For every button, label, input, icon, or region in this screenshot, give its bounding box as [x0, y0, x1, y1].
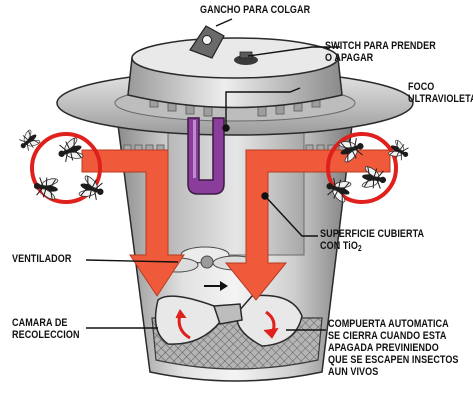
- label-fan: VENTILADOR: [12, 253, 71, 265]
- label-chamber-line2: RECOLECCION: [12, 329, 80, 341]
- label-gate-line3: APAGADA PREVINIENDO: [328, 342, 439, 354]
- label-gate-line5: AUN VIVOS: [328, 366, 378, 378]
- label-hanging-hook: GANCHO PARA COLGAR: [200, 4, 310, 16]
- label-uv-line2: ULTRAVIOLETA: [408, 93, 473, 105]
- label-switch-line2: O APAGAR: [325, 52, 373, 64]
- label-gate-line1: COMPUERTA AUTOMATICA: [328, 318, 449, 330]
- label-switch-line1: SWITCH PARA PRENDER: [325, 40, 436, 52]
- label-uv-line1: FOCO: [408, 81, 434, 93]
- label-gate-line4: QUE SE ESCAPEN INSECTOS: [328, 354, 459, 366]
- label-chamber-line1: CAMARA DE: [12, 317, 68, 329]
- label-gate-line2: SE CIERRA CUANDO ESTA: [328, 330, 446, 342]
- label-surface-line2: CON TiO2: [320, 240, 362, 255]
- label-surface-line1: SUPERFICIE CUBIERTA: [320, 228, 424, 240]
